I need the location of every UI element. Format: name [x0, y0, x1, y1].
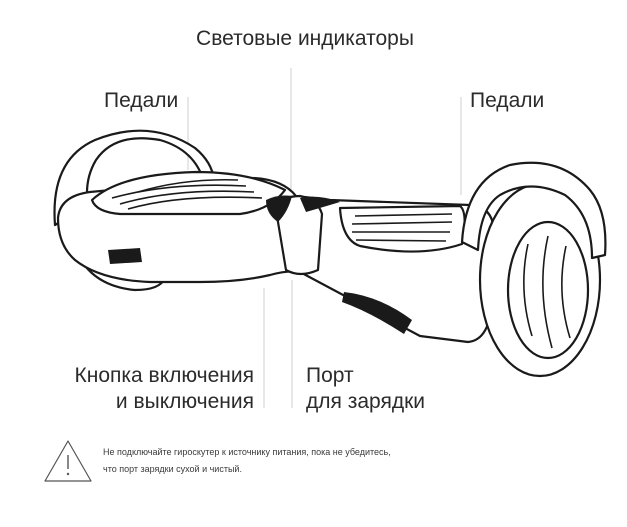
right-fender [460, 161, 607, 260]
label-charge-line1: Порт [306, 364, 354, 387]
label-power-line2: и выключения [115, 390, 254, 413]
pedal-right-ridge [354, 213, 453, 217]
label-power-button: Кнопка включения и выключения [60, 363, 254, 415]
pedal-right [338, 204, 466, 253]
label-charge-line2: для зарядки [306, 390, 426, 413]
wheel-spoke [561, 245, 571, 339]
warning-triangle-icon [44, 440, 92, 482]
pedal-left-ridge [119, 190, 255, 205]
pedal-left-ridge [127, 196, 263, 210]
label-light-indicators: Световые индикаторы [196, 27, 414, 50]
label-pedals-left: Педали [104, 89, 179, 112]
pedal-left-ridge [111, 184, 247, 199]
wheel-spoke [523, 243, 533, 337]
charging-port [342, 292, 412, 334]
light-indicator-dark [300, 196, 340, 212]
wheel-spoke [542, 235, 553, 349]
label-power-line1: Кнопка включения [74, 364, 254, 387]
power-button [108, 248, 142, 264]
warning-line2: что порт зарядки сухой и чистый. [103, 464, 242, 474]
pedal-left-ridge [137, 178, 239, 193]
label-pedals-right: Педали [470, 89, 545, 112]
pedal-right-ridge [351, 221, 453, 225]
pedal-right-ridge [355, 239, 447, 242]
label-charging-port: Порт для зарядки [306, 363, 425, 415]
wheel-spokes [523, 235, 571, 349]
warning-message: Не подключайте гироскутер к источнику пи… [103, 444, 391, 478]
callout-lines [187, 68, 462, 408]
light-indicator-dark [266, 195, 292, 222]
dark-features [108, 195, 412, 334]
right-wheel-hub [506, 220, 590, 360]
pedal-grips [111, 178, 453, 242]
warning-line1: Не подключайте гироскутер к источнику пи… [103, 447, 391, 457]
